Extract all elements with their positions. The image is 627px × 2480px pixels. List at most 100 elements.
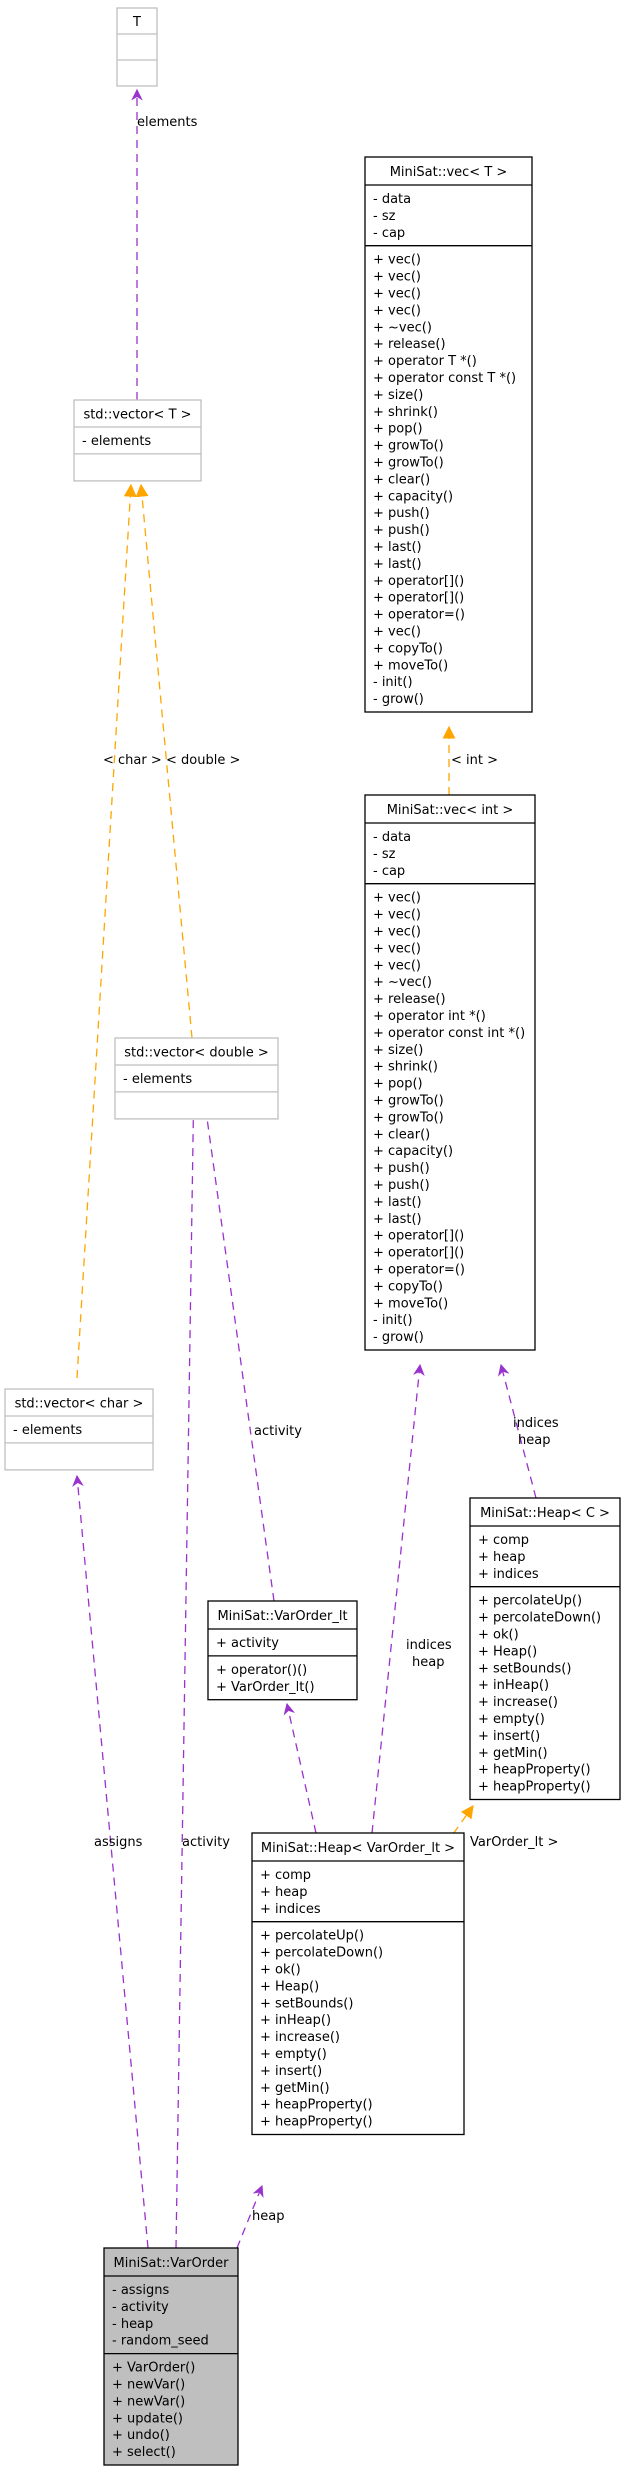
class-method: + update() bbox=[112, 2411, 183, 2426]
class-method: + push() bbox=[373, 1178, 430, 1193]
class-method: + vec() bbox=[373, 941, 421, 956]
class-method: + select() bbox=[112, 2445, 176, 2460]
edges: elements < char > < double > < int > ind… bbox=[72, 88, 559, 2249]
class-method: + vec() bbox=[373, 925, 421, 940]
class-method: + VarOrder() bbox=[112, 2361, 195, 2376]
class-box-frame bbox=[251, 1832, 465, 2136]
class-attribute: - heap bbox=[112, 2317, 153, 2332]
class-title: T bbox=[132, 15, 141, 30]
edge-label-indices-1: indices bbox=[513, 1416, 559, 1431]
class-attribute: + comp bbox=[478, 1533, 529, 1548]
class-title: MiniSat::Heap< VarOrder_lt > bbox=[261, 1841, 455, 1856]
class-box-vec-int[interactable]: MiniSat::vec< int >- data- sz- cap+ vec(… bbox=[364, 794, 536, 1351]
edge-label-double: < double > bbox=[166, 753, 240, 768]
class-box-varorder-lt[interactable]: MiniSat::VarOrder_lt+ activity+ operator… bbox=[207, 1600, 358, 1701]
class-method: - grow() bbox=[373, 1330, 424, 1345]
class-box-std-vector-t[interactable]: std::vector< T >- elements bbox=[73, 399, 202, 482]
class-method: + newVar() bbox=[112, 2378, 185, 2393]
edge-label-assigns: assigns bbox=[94, 1835, 143, 1850]
class-method: + size() bbox=[373, 1043, 423, 1058]
class-box-frame bbox=[114, 1037, 279, 1120]
class-attribute: - sz bbox=[373, 209, 396, 224]
class-method: + insert() bbox=[260, 2064, 322, 2079]
class-method: + vec() bbox=[373, 958, 421, 973]
class-box-std-vector-double[interactable]: std::vector< double >- elements bbox=[114, 1037, 279, 1120]
edge-label-activity-lt: activity bbox=[254, 1424, 302, 1439]
class-title: MiniSat::vec< T > bbox=[390, 165, 508, 180]
class-attribute: - assigns bbox=[112, 2283, 169, 2298]
class-box-frame bbox=[364, 156, 533, 713]
class-method: + last() bbox=[373, 1212, 422, 1227]
class-box-std-vector-char[interactable]: std::vector< char >- elements bbox=[4, 1388, 154, 1471]
class-title: MiniSat::VarOrder bbox=[114, 2256, 230, 2271]
class-method: + empty() bbox=[478, 1712, 545, 1727]
class-method: + increase() bbox=[260, 2030, 340, 2045]
class-attribute: - cap bbox=[373, 226, 405, 241]
class-box-t[interactable]: T bbox=[116, 7, 158, 87]
class-method: + vec() bbox=[373, 891, 421, 906]
class-method: + getMin() bbox=[478, 1746, 548, 1761]
class-method: + ok() bbox=[260, 1963, 301, 1978]
class-attribute: - elements bbox=[123, 1072, 192, 1087]
class-method: + operator[]() bbox=[373, 1229, 464, 1244]
class-box-frame bbox=[207, 1600, 358, 1701]
class-method: + vec() bbox=[373, 908, 421, 923]
class-attribute: + indices bbox=[260, 1902, 321, 1917]
class-attribute: - activity bbox=[112, 2300, 169, 2315]
edge-label-int: < int > bbox=[451, 753, 498, 768]
class-method: + vec() bbox=[373, 625, 421, 640]
class-method: + operator[]() bbox=[373, 574, 464, 589]
edge-label-heap-3: heap bbox=[252, 2209, 284, 2224]
class-box-frame bbox=[469, 1497, 621, 1801]
class-method: + growTo() bbox=[373, 439, 444, 454]
class-method: + operator const int *() bbox=[373, 1026, 525, 1041]
edge-varorder-to-vectordouble bbox=[175, 1073, 200, 2249]
edge-label-heap-2: heap bbox=[412, 1655, 444, 1670]
class-box-frame bbox=[4, 1388, 154, 1471]
edge-label-activity-vo: activity bbox=[182, 1835, 230, 1850]
class-method: + release() bbox=[373, 337, 446, 352]
class-method: + last() bbox=[373, 557, 422, 572]
edge-heapvo-to-vecint bbox=[371, 1363, 425, 1834]
class-method: + newVar() bbox=[112, 2394, 185, 2409]
edge-label-elements: elements bbox=[137, 115, 198, 130]
class-method: + pop() bbox=[373, 1077, 423, 1092]
edge-heapvo-to-varorderlt bbox=[283, 1702, 317, 1834]
class-method: + vec() bbox=[373, 303, 421, 318]
class-method: + ~vec() bbox=[373, 975, 432, 990]
class-box-heap-varorder-lt[interactable]: MiniSat::Heap< VarOrder_lt >+ comp+ heap… bbox=[251, 1832, 465, 2136]
class-method: + insert() bbox=[478, 1729, 540, 1744]
class-method: - grow() bbox=[373, 692, 424, 707]
class-method: + last() bbox=[373, 1195, 422, 1210]
class-title: std::vector< char > bbox=[15, 1397, 144, 1412]
class-attribute: - data bbox=[373, 192, 411, 207]
class-method: + push() bbox=[373, 1161, 430, 1176]
class-attribute: - data bbox=[373, 830, 411, 845]
class-box-varorder[interactable]: MiniSat::VarOrder- assigns- activity- he… bbox=[103, 2247, 239, 2466]
class-attribute: + comp bbox=[260, 1868, 311, 1883]
class-method: + inHeap() bbox=[260, 2013, 331, 2028]
class-method: + heapProperty() bbox=[478, 1780, 591, 1795]
class-box-vec-t[interactable]: MiniSat::vec< T >- data- sz- cap+ vec()+… bbox=[364, 156, 533, 713]
class-method: + heapProperty() bbox=[260, 2098, 373, 2113]
class-box-heap-c[interactable]: MiniSat::Heap< C >+ comp+ heap+ indices+… bbox=[469, 1497, 621, 1801]
class-title: MiniSat::vec< int > bbox=[387, 803, 514, 818]
class-method: + Heap() bbox=[478, 1644, 537, 1659]
edge-template-char bbox=[76, 483, 137, 1379]
class-method: + growTo() bbox=[373, 1110, 444, 1125]
edge-label-indices-2: indices bbox=[406, 1638, 452, 1653]
class-method: + release() bbox=[373, 992, 446, 1007]
class-method: + shrink() bbox=[373, 1060, 438, 1075]
class-attribute: - sz bbox=[373, 847, 396, 862]
class-method: + operator const T *() bbox=[373, 371, 516, 386]
class-method: + operator T *() bbox=[373, 354, 477, 369]
edge-varorder-to-heapvo bbox=[236, 2184, 264, 2249]
class-method: - init() bbox=[373, 1313, 413, 1328]
class-method: + vec() bbox=[373, 287, 421, 302]
class-box-frame bbox=[116, 7, 158, 87]
class-method: + setBounds() bbox=[478, 1661, 571, 1676]
class-method: + moveTo() bbox=[373, 1296, 448, 1311]
class-method: + percolateDown() bbox=[478, 1611, 601, 1626]
